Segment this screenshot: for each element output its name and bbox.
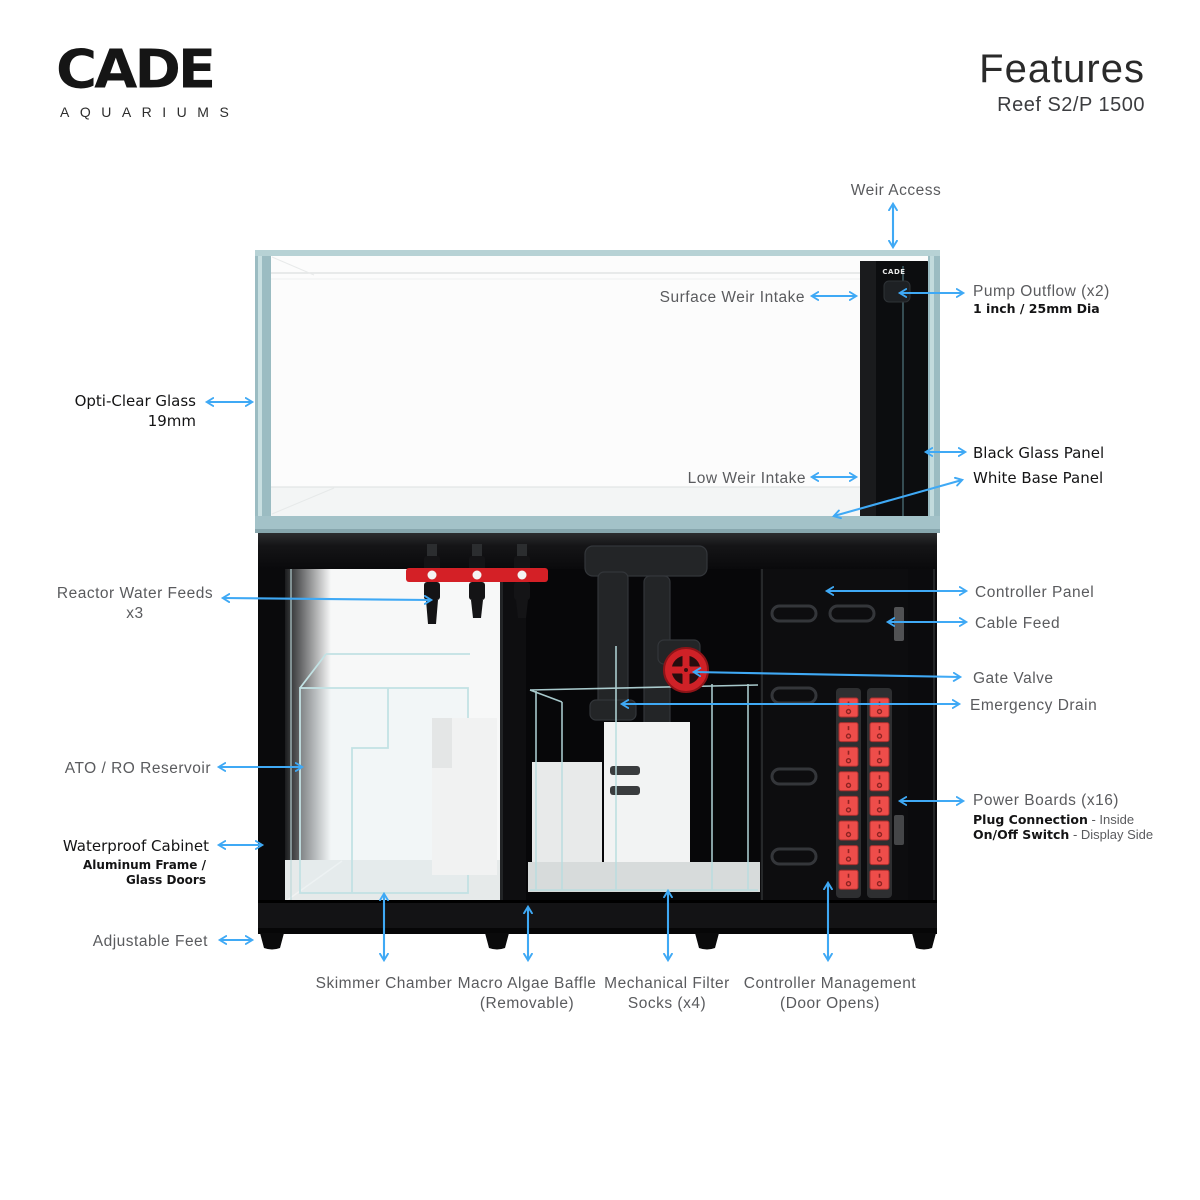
label-waterproof-cabinet-sub2: Glass Doors	[125, 873, 206, 887]
reactor-water-feeds	[406, 544, 548, 624]
cable-feed-grommet	[894, 815, 904, 845]
cade-logo-word: CADE	[56, 38, 216, 101]
tank-interior	[271, 256, 928, 501]
arrow-reactor-water-feeds	[220, 593, 434, 605]
cabinet	[258, 533, 937, 950]
page-subtitle: Reef S2/P 1500	[997, 94, 1145, 116]
title-block: Features Reef S2/P 1500	[979, 48, 1145, 117]
label-ato-ro-reservoir: ATO / RO Reservoir	[64, 760, 211, 777]
pump-outflow-port	[883, 280, 911, 303]
sump-plumbing	[584, 545, 708, 847]
label-opti-clear-glass: Opti-Clear Glass 19mm	[74, 392, 196, 430]
label-adjustable-feet: Adjustable Feet	[92, 933, 208, 950]
label-surface-weir-intake: Surface Weir Intake	[659, 289, 805, 306]
ato-ro-reservoir	[299, 653, 470, 894]
label-gate-valve: Gate Valve	[973, 670, 1054, 687]
sump-floor	[528, 862, 760, 892]
arrow-gate-valve	[691, 667, 963, 682]
label-power-boards-sub1: Plug Connection - Inside	[973, 812, 1135, 827]
label-weir-access: Weir Access	[850, 182, 942, 199]
cade-logo-subtext: AQUARIUMS	[60, 104, 240, 120]
cade-logo: CADE AQUARIUMS	[56, 42, 239, 120]
weir-logo: CADE	[882, 268, 905, 276]
label-black-glass-panel: Black Glass Panel	[973, 444, 1105, 462]
label-waterproof-cabinet-sub1: Aluminum Frame /	[83, 858, 206, 872]
label-skimmer-chamber: Skimmer Chamber	[315, 975, 453, 992]
sump-baffles	[529, 646, 759, 891]
label-emergency-drain: Emergency Drain	[970, 697, 1098, 714]
page-title: Features	[979, 47, 1145, 91]
label-power-boards: Power Boards (x16)	[973, 792, 1119, 809]
power-board-strip	[867, 688, 892, 898]
weir-box: CADE	[860, 261, 930, 523]
label-white-base-panel: White Base Panel	[973, 469, 1104, 487]
label-macro-algae-baffle: Macro Algae Baffle (Removable)	[457, 975, 597, 1012]
label-controller-panel: Controller Panel	[975, 584, 1095, 601]
label-mechanical-filter-socks: Mechanical Filter Socks (x4)	[604, 975, 730, 1012]
label-cable-feed: Cable Feed	[975, 615, 1061, 632]
gate-valve	[663, 647, 709, 693]
label-reactor-water-feeds: Reactor Water Feeds x3	[56, 585, 214, 622]
label-power-boards-sub2: On/Off Switch - Display Side	[973, 827, 1154, 842]
label-controller-management: Controller Management (Door Opens)	[743, 975, 917, 1012]
arrow-white-base-panel	[831, 476, 965, 520]
power-board-strip	[836, 688, 861, 898]
label-waterproof-cabinet: Waterproof Cabinet	[62, 837, 209, 855]
filter-sock-unit	[532, 722, 690, 874]
tank-bottom-rim	[255, 516, 940, 533]
cable-feed-grommet	[894, 607, 904, 641]
label-pump-outflow-sub: 1 inch / 25mm Dia	[973, 301, 1100, 316]
controller-door-panel	[760, 569, 908, 905]
label-low-weir-intake: Low Weir Intake	[687, 470, 806, 487]
power-switches	[838, 697, 890, 890]
adjustable-feet	[260, 933, 936, 950]
display-tank: CADE	[255, 250, 940, 533]
ato-container	[432, 718, 497, 875]
white-base-panel	[271, 487, 928, 516]
label-pump-outflow: Pump Outflow (x2)	[973, 283, 1110, 300]
